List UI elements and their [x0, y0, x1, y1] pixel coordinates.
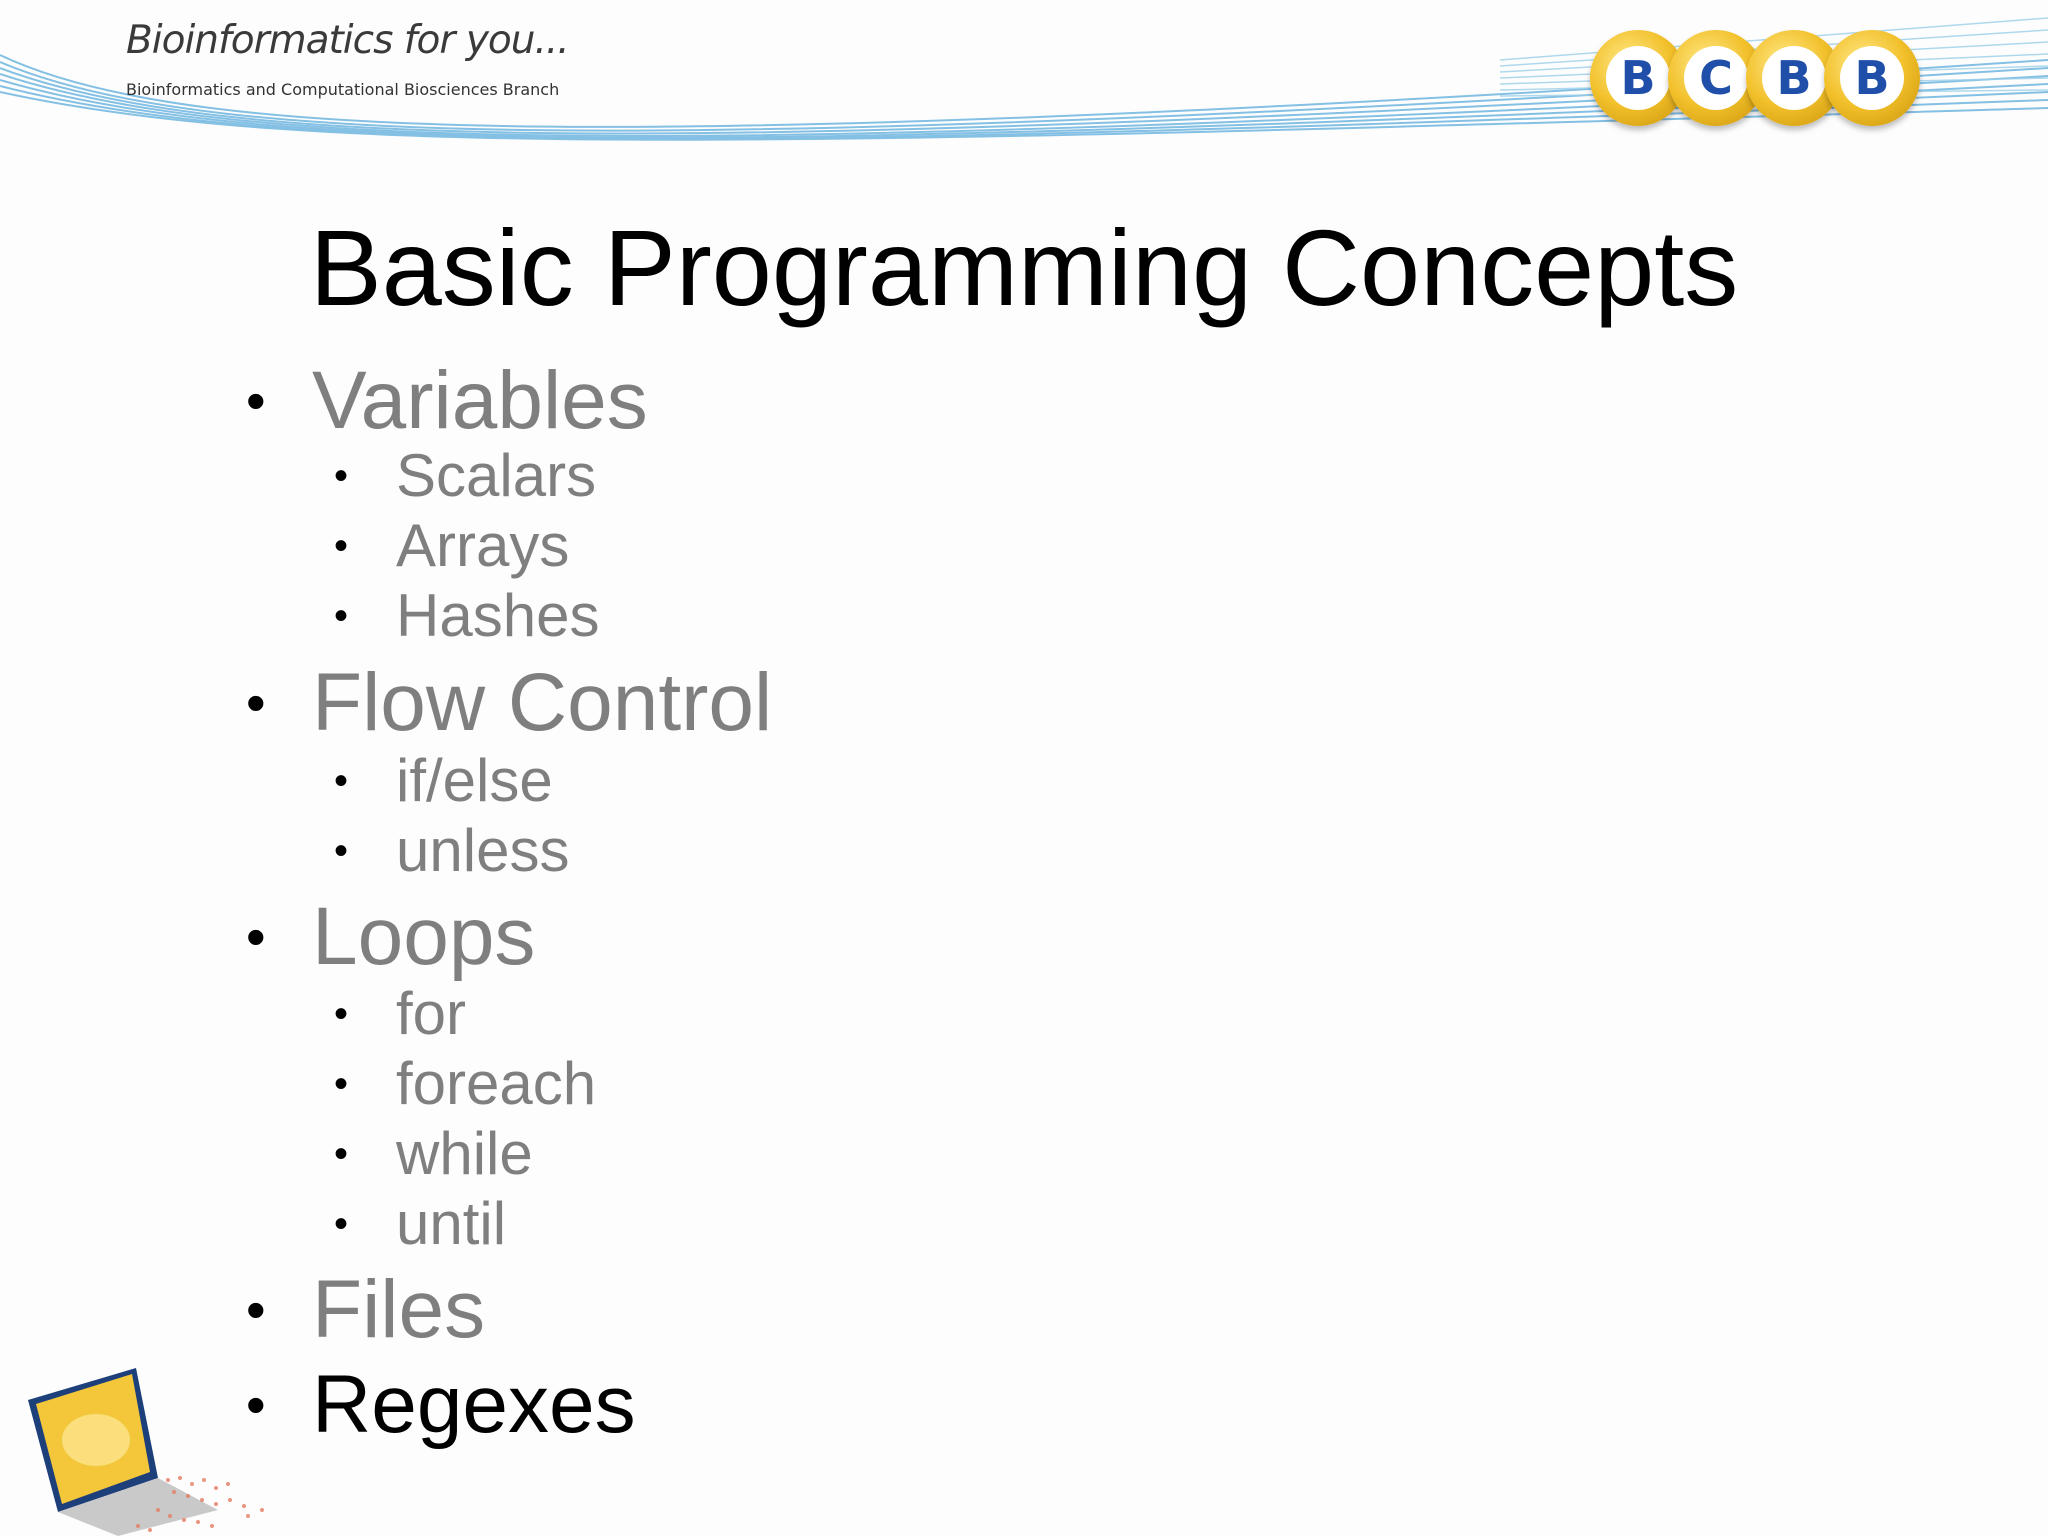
- bullet-icon: •: [334, 829, 349, 873]
- bullet-icon: •: [246, 1373, 266, 1436]
- list-item-label: Variables: [312, 355, 648, 446]
- brand-title: Bioinformatics for you...: [126, 18, 570, 63]
- list-item-label: unless: [396, 817, 570, 884]
- list-item-label: until: [396, 1190, 507, 1257]
- logo-letter: B: [1762, 46, 1826, 110]
- list-item-label: Arrays: [396, 512, 570, 579]
- bullet-icon: •: [246, 671, 266, 734]
- logo-circle: B: [1824, 30, 1920, 126]
- bullet-icon: •: [246, 369, 266, 432]
- slide-title: Basic Programming Concepts: [309, 207, 1739, 328]
- logo-letter: B: [1606, 46, 1670, 110]
- logo-letter: C: [1684, 46, 1748, 110]
- bullet-icon: •: [334, 1132, 349, 1176]
- bullet-icon: •: [334, 594, 349, 638]
- bullet-icon: •: [334, 524, 349, 568]
- bullet-icon: •: [246, 905, 266, 968]
- list-item-label: if/else: [396, 747, 553, 814]
- list-item-label: Files: [312, 1264, 486, 1355]
- bullet-icon: •: [334, 1202, 349, 1246]
- bullet-icon: •: [334, 1062, 349, 1106]
- bullet-icon: •: [334, 759, 349, 803]
- list-item-label: for: [396, 980, 467, 1047]
- bullet-icon: •: [246, 1278, 266, 1341]
- list-item-label: Scalars: [396, 442, 597, 509]
- list-item-label: foreach: [396, 1050, 597, 1117]
- list-item-label: while: [396, 1120, 533, 1187]
- list-item-label: Regexes: [312, 1359, 636, 1450]
- bullet-icon: •: [334, 992, 349, 1036]
- brand-subtitle: Bioinformatics and Computational Bioscie…: [126, 80, 560, 99]
- bcbb-logo: B C B B: [1590, 30, 1930, 130]
- logo-letter: B: [1840, 46, 1904, 110]
- bullet-icon: •: [334, 454, 349, 498]
- list-item-label: Hashes: [396, 582, 600, 649]
- list-item-label: Flow Control: [312, 657, 773, 748]
- laptop-icon: [28, 1368, 264, 1536]
- list-item-label: Loops: [312, 891, 536, 982]
